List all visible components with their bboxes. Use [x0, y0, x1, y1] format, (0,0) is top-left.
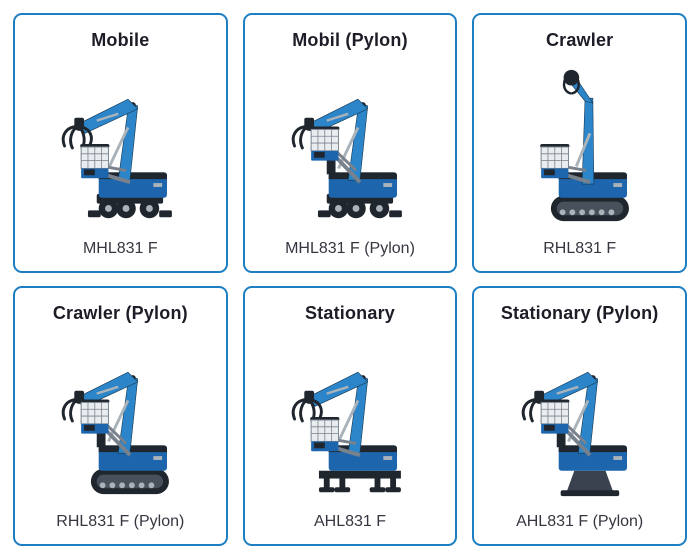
variant-model-label: AHL831 F (Pylon): [516, 513, 644, 530]
variant-model-label: AHL831 F: [313, 513, 387, 530]
variant-title: Crawler: [545, 30, 614, 50]
mobile-wheeled-material-handler-icon: [15, 51, 226, 240]
variant-card-stationary[interactable]: Stationary AHL831 F: [242, 286, 458, 546]
variant-card-crawler-pylon[interactable]: Crawler (Pylon) RHL831 F (Pylon): [13, 286, 228, 546]
variant-title: Stationary: [304, 303, 395, 323]
mobile-pylon-material-handler-icon: [245, 51, 456, 240]
stationary-pylon-material-handler-icon: [474, 324, 685, 513]
crawler-material-handler-icon: [474, 51, 685, 240]
stationary-material-handler-icon: [245, 324, 456, 513]
variant-title: Stationary (Pylon): [500, 303, 659, 323]
variant-title: Crawler (Pylon): [52, 303, 188, 323]
variant-model-label: RHL831 F: [543, 240, 617, 257]
crawler-pylon-material-handler-icon: [15, 324, 226, 513]
variant-title: Mobil (Pylon): [292, 30, 408, 50]
variant-card-stationary-pylon[interactable]: Stationary (Pylon) AHL831 F (Pylon): [472, 286, 687, 546]
variant-model-label: RHL831 F (Pylon): [56, 513, 185, 530]
variant-card-crawler[interactable]: Crawler RHL831 F: [472, 13, 687, 273]
variant-model-label: MHL831 F (Pylon): [285, 240, 415, 257]
variant-model-label: MHL831 F: [82, 240, 158, 257]
variant-card-mobil-pylon[interactable]: Mobil (Pylon) MHL831 F (Pylon): [242, 13, 458, 273]
variant-title: Mobile: [91, 30, 150, 50]
variant-card-mobile[interactable]: Mobile MHL831 F: [13, 13, 228, 273]
